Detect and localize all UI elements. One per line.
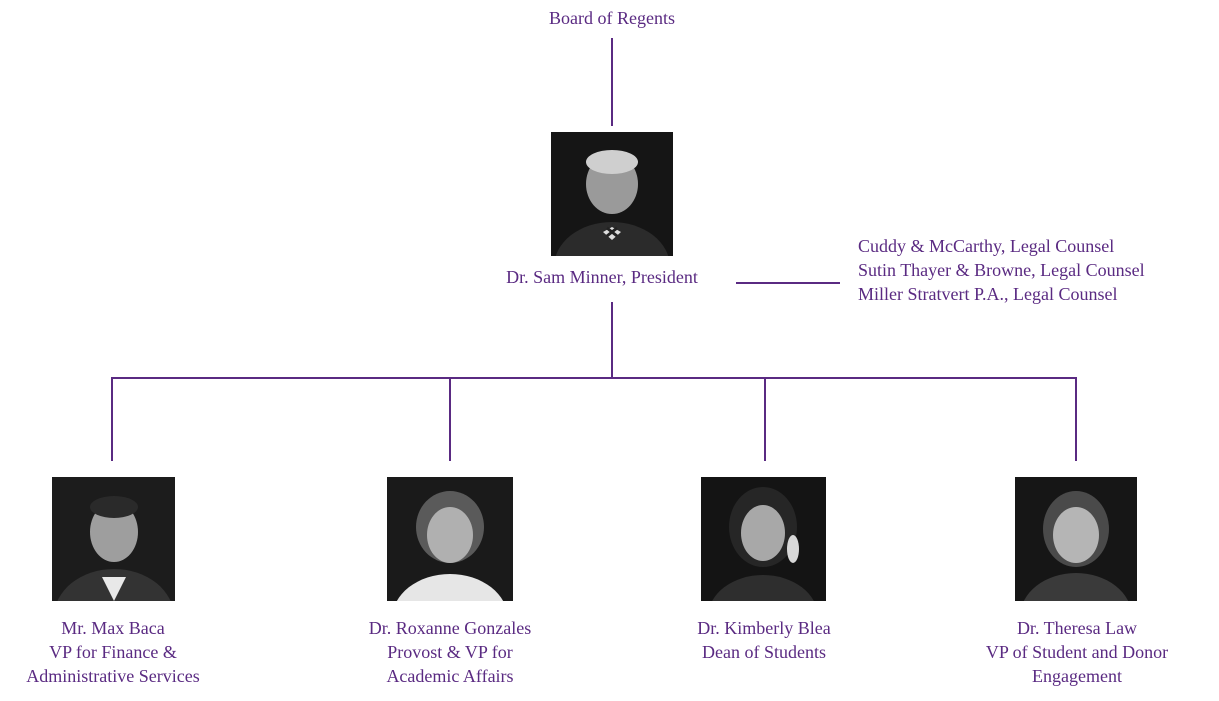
report-name: Mr. Max Baca (61, 618, 165, 638)
legal-counsel-item: Miller Stratvert P.A., Legal Counsel (858, 284, 1118, 304)
report-title-line: Provost & VP for (387, 642, 513, 662)
report-name: Dr. Roxanne Gonzales (368, 618, 532, 638)
person-photo-icon (701, 477, 826, 601)
person-photo-icon (551, 132, 673, 256)
report-drop-connector (449, 377, 451, 461)
president-name-title: Dr. Sam Minner, President (506, 267, 698, 287)
report-drop-connector (111, 377, 113, 461)
report-title-line: Engagement (1032, 666, 1122, 686)
president-to-counsel-connector (736, 282, 840, 284)
report-name: Dr. Kimberly Blea (697, 618, 831, 638)
report-title-line: Dean of Students (702, 642, 826, 662)
legal-counsel-list: Cuddy & McCarthy, Legal Counsel Sutin Th… (858, 234, 1208, 306)
board-of-regents-label: Board of Regents (549, 8, 675, 28)
report-title-line: Administrative Services (26, 666, 200, 686)
board-to-president-connector (611, 38, 613, 126)
reports-horizontal-bar (111, 377, 1077, 379)
report-photo-baca (52, 477, 175, 601)
report-drop-connector (764, 377, 766, 461)
person-photo-icon (52, 477, 175, 601)
report-caption-law: Dr. Theresa Law VP of Student and Donor … (950, 616, 1204, 688)
report-photo-law (1015, 477, 1137, 601)
report-drop-connector (1075, 377, 1077, 461)
legal-counsel-item: Cuddy & McCarthy, Legal Counsel (858, 236, 1115, 256)
legal-counsel-item: Sutin Thayer & Browne, Legal Counsel (858, 260, 1145, 280)
president-to-reports-connector (611, 302, 613, 378)
report-photo-blea (701, 477, 826, 601)
report-caption-gonzales: Dr. Roxanne Gonzales Provost & VP for Ac… (330, 616, 570, 688)
report-title-line: VP for Finance & (49, 642, 177, 662)
report-title-line: VP of Student and Donor (985, 642, 1169, 662)
president-photo (551, 132, 673, 256)
report-photo-gonzales (387, 477, 513, 601)
report-caption-blea: Dr. Kimberly Blea Dean of Students (653, 616, 875, 664)
person-photo-icon (387, 477, 513, 601)
report-caption-baca: Mr. Max Baca VP for Finance & Administra… (0, 616, 226, 688)
report-title-line: Academic Affairs (386, 666, 514, 686)
report-name: Dr. Theresa Law (1016, 618, 1138, 638)
person-photo-icon (1015, 477, 1137, 601)
